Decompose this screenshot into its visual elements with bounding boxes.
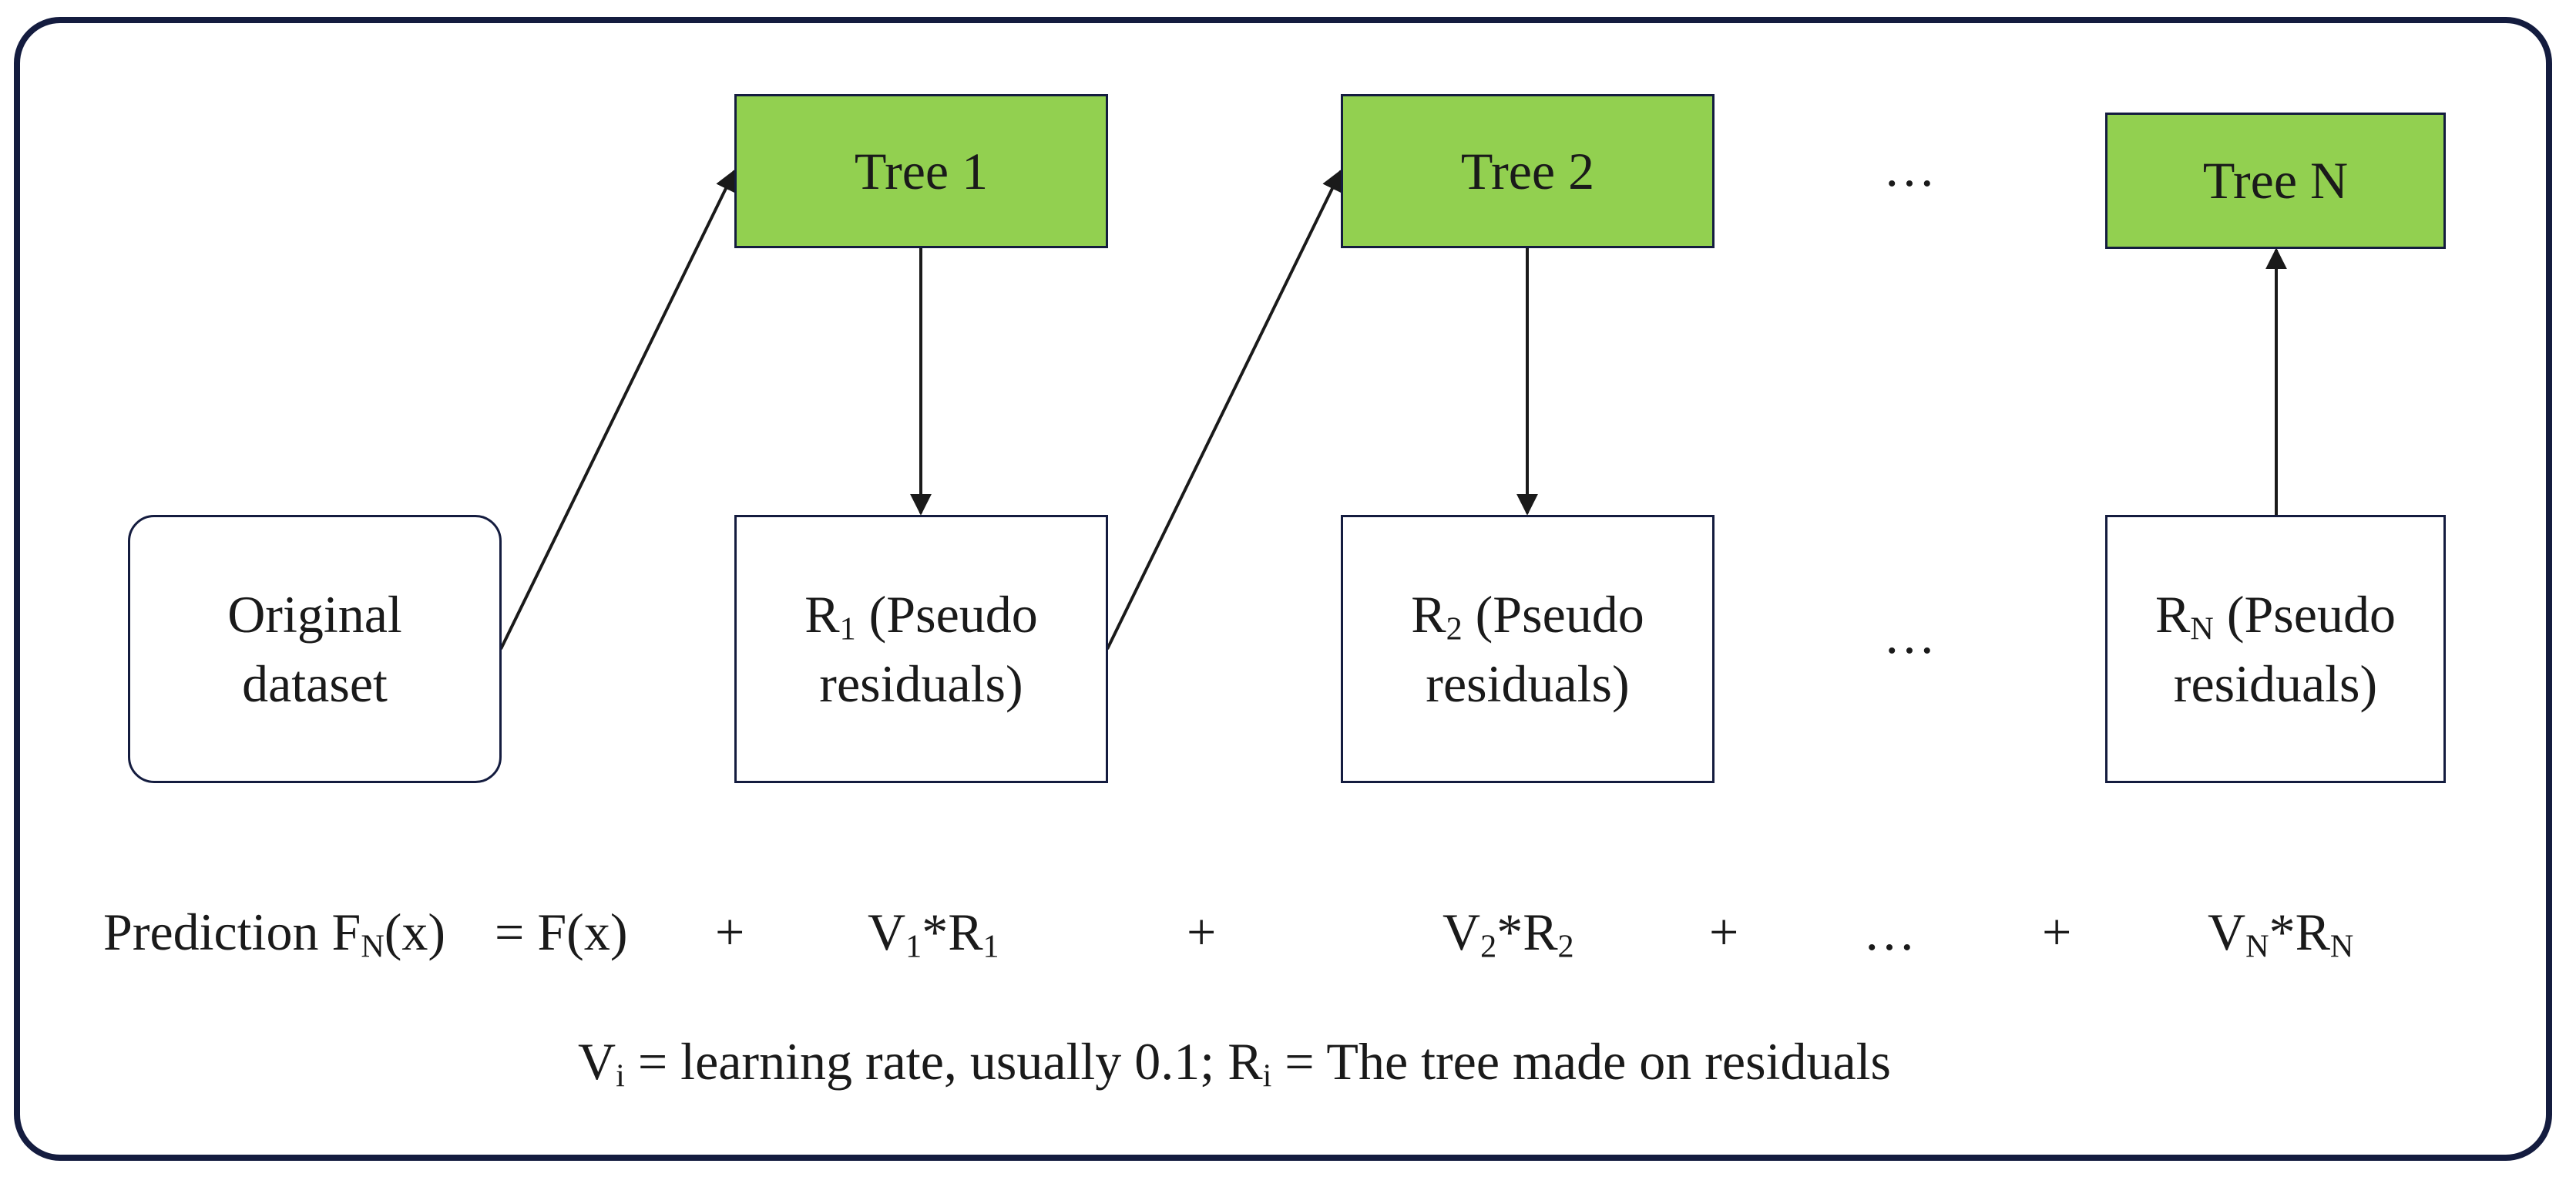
dataset-line-1: Original (227, 584, 402, 644)
residual-1-box: R1 (Pseudo residuals) (734, 515, 1108, 783)
formula-term-1: V1*R1 (868, 903, 999, 965)
residual-1-line-2: residuals) (819, 654, 1023, 713)
formula-equals: = F(x) (495, 903, 628, 961)
tree-2-box: Tree 2 (1341, 94, 1715, 248)
tree-1-label: Tree 1 (854, 141, 989, 200)
residual-n-line-2: residuals) (2173, 654, 2378, 713)
residual-2-line-1: R2 (Pseudo (1411, 584, 1644, 647)
formula-term-n: VN*RN (2208, 903, 2354, 965)
ellipsis-trees: … (1883, 139, 1936, 197)
residual-1-line-1: R1 (Pseudo (804, 584, 1038, 647)
tree-n-label: Tree N (2202, 151, 2349, 210)
residual-n-box: RN (Pseudo residuals) (2105, 515, 2446, 783)
dataset-line-2: dataset (242, 654, 388, 713)
arrow-r1-to-tree2 (1106, 169, 1342, 650)
residual-n-line-1: RN (Pseudo (2155, 584, 2396, 647)
formula-plus-4: + (2042, 903, 2072, 961)
formula-term-2: V2*R2 (1442, 903, 1574, 965)
formula-plus-1: + (715, 903, 745, 961)
residual-2-line-2: residuals) (1426, 654, 1630, 713)
formula-prediction: Prediction FN(x) (103, 903, 446, 965)
tree-n-box: Tree N (2105, 113, 2446, 249)
tree-2-label: Tree 2 (1460, 141, 1595, 200)
legend-text: Vi = learning rate, usually 0.1; Ri = Th… (578, 1032, 1891, 1095)
arrow-dataset-to-tree1 (499, 169, 736, 650)
original-dataset-box: Original dataset (128, 515, 502, 783)
formula-ellipsis: … (1863, 903, 1916, 961)
residual-2-box: R2 (Pseudo residuals) (1341, 515, 1715, 783)
formula-plus-2: + (1187, 903, 1217, 961)
ellipsis-residuals: … (1883, 606, 1936, 664)
formula-plus-3: + (1709, 903, 1739, 961)
tree-1-box: Tree 1 (734, 94, 1108, 248)
